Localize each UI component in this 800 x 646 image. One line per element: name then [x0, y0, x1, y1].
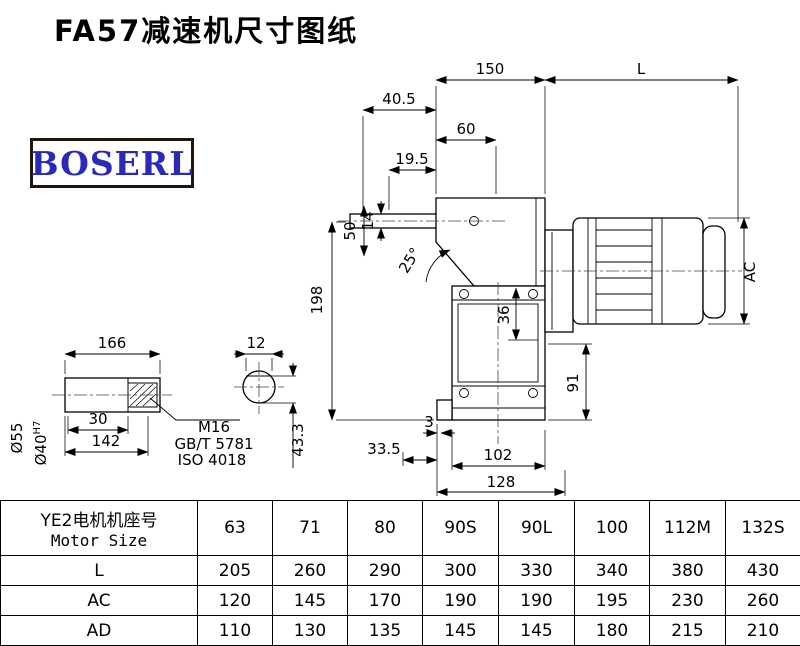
- housing-lower: [451, 285, 546, 421]
- motor-endcap: [702, 225, 726, 319]
- dimension-drawing: 150 L 40.5 60 19.5 14 50 25° 198 36 AC 9…: [8, 60, 759, 496]
- cell: 205: [197, 555, 273, 586]
- column-header: 71: [272, 500, 348, 556]
- main-view: [349, 197, 726, 421]
- cell: 180: [574, 615, 650, 646]
- cell: 190: [422, 585, 499, 616]
- note-m16-label: M16: [198, 418, 230, 436]
- h7-superscript: H7: [32, 421, 43, 435]
- cell: 145: [272, 585, 348, 616]
- table-row-L: L 205 260 290 300 330 340 380 430: [0, 555, 800, 586]
- cell: 135: [347, 615, 423, 646]
- dim-50-label: 50: [341, 221, 359, 240]
- dim-19-5-label: 19.5: [395, 150, 428, 168]
- cover-bolt: [459, 289, 469, 299]
- boserl-logo: BOSERL: [30, 138, 194, 188]
- motor-flange: [544, 229, 574, 333]
- header-en: Motor Size: [50, 531, 148, 550]
- cell: 215: [649, 615, 726, 646]
- note-leader: [149, 397, 240, 421]
- dimension-lines: [64, 76, 748, 496]
- column-header: 90S: [422, 500, 499, 556]
- row-label: AD: [0, 615, 198, 646]
- cover-bolt: [528, 289, 538, 299]
- dim-102-label: 102: [484, 446, 513, 464]
- cell: 130: [272, 615, 348, 646]
- dim-91-label: 91: [564, 373, 582, 392]
- cell: 380: [649, 555, 726, 586]
- cell: 290: [347, 555, 423, 586]
- cell: 145: [422, 615, 499, 646]
- cell: 230: [649, 585, 726, 616]
- dim-L-label: L: [637, 60, 646, 78]
- dim-142-label: 142: [92, 432, 121, 450]
- cell: 195: [574, 585, 650, 616]
- motor-size-header-cell: YE2电机机座号 Motor Size: [0, 500, 198, 556]
- cell: 210: [725, 615, 800, 646]
- cell: 340: [574, 555, 650, 586]
- dim-14-label: 14: [359, 211, 377, 230]
- dimension-labels: 150 L 40.5 60 19.5 14 50 25° 198 36 AC 9…: [8, 60, 759, 491]
- dia40-text: Ø40: [32, 434, 50, 465]
- header-cn: YE2电机机座号: [40, 511, 158, 531]
- dim-166-label: 166: [98, 334, 127, 352]
- note-iso4018-label: ISO 4018: [178, 451, 247, 469]
- dim-128-label: 128: [487, 473, 516, 491]
- note-gbt5781-label: GB/T 5781: [174, 435, 253, 453]
- table-header-row: YE2电机机座号 Motor Size 63 71 80 90S 90L 100…: [0, 500, 800, 556]
- column-header: 90L: [498, 500, 575, 556]
- dim-dia40h7-label: Ø40H7: [32, 421, 50, 466]
- dim-198-label: 198: [308, 286, 326, 315]
- cell: 120: [197, 585, 273, 616]
- column-header: 112M: [649, 500, 726, 556]
- dim-36-label: 36: [495, 305, 513, 324]
- cell: 260: [272, 555, 348, 586]
- dim-60-label: 60: [456, 120, 475, 138]
- motor-size-table: YE2电机机座号 Motor Size 63 71 80 90S 90L 100…: [0, 500, 800, 646]
- dim-40-5-label: 40.5: [382, 90, 415, 108]
- cover-bolt: [528, 388, 538, 398]
- cover-bolt: [459, 388, 469, 398]
- table-row-AD: AD 110 130 135 145 145 180 215 210: [0, 615, 800, 646]
- page-title: FA57减速机尺寸图纸: [54, 14, 359, 48]
- dim-33-5-label: 33.5: [367, 440, 400, 458]
- cell: 430: [725, 555, 800, 586]
- logo-text: BOSERL: [30, 143, 194, 183]
- dim-12-label: 12: [246, 334, 265, 352]
- dim-3-label: 3: [424, 413, 434, 431]
- column-header: 63: [197, 500, 273, 556]
- cell: 110: [197, 615, 273, 646]
- dim-AC-label: AC: [741, 262, 759, 282]
- cell: 300: [422, 555, 499, 586]
- cell: 190: [498, 585, 575, 616]
- column-header: 132S: [725, 500, 800, 556]
- dim-dia55-label: Ø55: [8, 423, 26, 454]
- dim-30-label: 30: [88, 410, 107, 428]
- dim-150-label: 150: [476, 60, 505, 78]
- cell: 330: [498, 555, 575, 586]
- row-label: L: [0, 555, 198, 586]
- column-header: 80: [347, 500, 423, 556]
- cell: 170: [347, 585, 423, 616]
- cell: 145: [498, 615, 575, 646]
- dim-43-3-label: 43.3: [289, 423, 307, 456]
- housing-upper: [435, 197, 546, 287]
- dim-25deg-label: 25°: [395, 244, 424, 276]
- cell: 260: [725, 585, 800, 616]
- row-label: AC: [0, 585, 198, 616]
- column-header: 100: [574, 500, 650, 556]
- housing-foot: [436, 399, 453, 421]
- table-row-AC: AC 120 145 170 190 190 195 230 260: [0, 585, 800, 616]
